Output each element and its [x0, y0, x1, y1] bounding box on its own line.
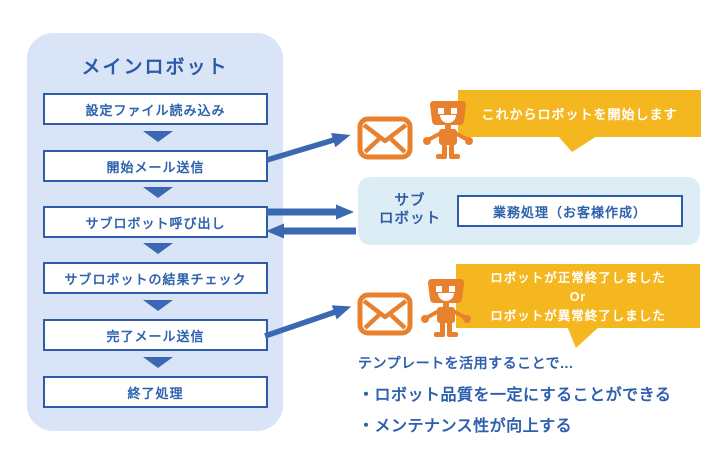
flow-down-arrow — [143, 300, 173, 311]
sub-robot-panel: サブ ロボット 業務処理（お客様作成） — [358, 177, 700, 245]
notes-intro: テンプレートを活用することで... — [358, 355, 574, 371]
robot-icon — [421, 279, 471, 337]
main-robot-panel: メインロボット 設定ファイル読み込み 開始メール送信 サブロボット呼び出し サブ… — [27, 33, 283, 431]
template-benefits-notes: テンプレートを活用することで... ・ロボット品質を一定にすることができる ・メ… — [358, 353, 671, 443]
robot-icon — [423, 101, 473, 159]
arrow-complete-mail — [264, 305, 352, 339]
speech-bubble-start: これからロボットを開始します — [458, 90, 701, 152]
speech-bubble-start-text: これからロボットを開始します — [481, 107, 678, 122]
sub-robot-label-line1: サブ — [394, 193, 426, 209]
sub-robot-label-line2: ロボット — [379, 211, 441, 227]
step-send-complete-mail: 完了メール送信 — [43, 319, 268, 351]
step-end-process: 終了処理 — [43, 376, 268, 408]
sub-robot-label: サブ ロボット — [366, 192, 454, 228]
step-read-config-file: 設定ファイル読み込み — [43, 93, 268, 125]
speech-bubble-end-line3: ロボットが異常終了しました — [490, 309, 666, 323]
speech-bubble-end: ロボットが正常終了しました Or ロボットが異常終了しました — [456, 264, 700, 348]
email-icon — [357, 116, 413, 160]
step-send-start-mail: 開始メール送信 — [43, 150, 268, 182]
arrow-start-mail — [266, 132, 351, 163]
flow-down-arrow — [143, 131, 173, 142]
notes-bullet-maintainability: ・メンテナンス性が向上する — [358, 418, 573, 435]
speech-bubble-end-line2: Or — [569, 290, 587, 304]
business-process-box: 業務処理（お客様作成） — [457, 195, 683, 227]
flow-down-arrow — [143, 357, 173, 368]
email-icon — [357, 292, 413, 336]
main-robot-title: メインロボット — [81, 57, 229, 78]
step-check-sub-robot-result: サブロボットの結果チェック — [43, 262, 268, 294]
flow-down-arrow — [143, 243, 173, 254]
notes-bullet-quality: ・ロボット品質を一定にすることができる — [358, 387, 672, 404]
flow-down-arrow — [143, 187, 173, 198]
step-call-sub-robot: サブロボット呼び出し — [43, 206, 268, 238]
speech-bubble-end-line1: ロボットが正常終了しました — [490, 271, 666, 285]
